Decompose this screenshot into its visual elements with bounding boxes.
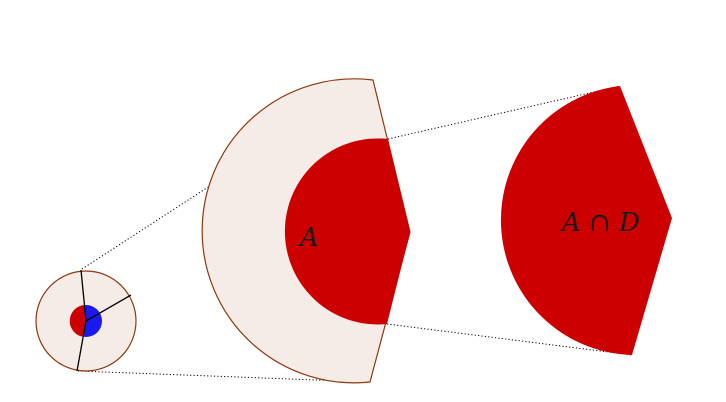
intersection-label: A ∩ D [560, 208, 640, 238]
sector-intersection-region [284, 138, 410, 325]
overview-spoke-bottom [76, 320, 87, 372]
sector-group: A [201, 78, 411, 384]
connector-region-to-zoom-top [387, 85, 621, 140]
overview-inner-wedge [69, 305, 86, 337]
intersection-group: A ∩ D [500, 86, 672, 355]
sector-label: A [298, 223, 319, 253]
overview-spoke-top [80, 269, 87, 322]
intersection-region [500, 86, 672, 355]
overview-spoke-right [85, 294, 132, 322]
overview-disc-group [35, 269, 137, 372]
connector-region-to-zoom-bottom [386, 323, 633, 356]
connector-disc-to-sector-bottom [77, 370, 371, 383]
